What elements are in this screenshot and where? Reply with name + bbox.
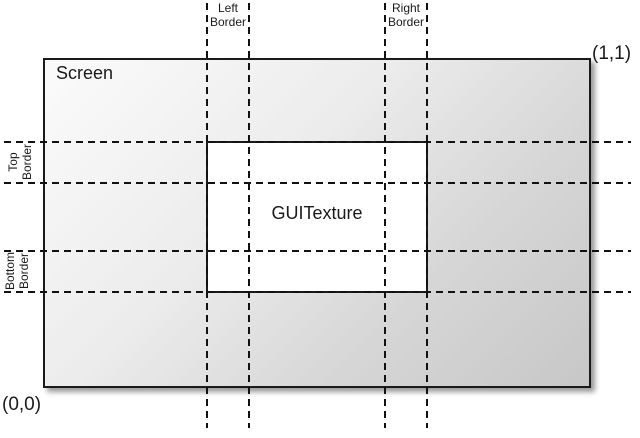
left-border-label-line1: Left: [217, 1, 238, 15]
top-border-outer-line: [4, 141, 631, 143]
bottom-border-label-line1: Bottom: [3, 252, 17, 291]
left-border-inner-line: [248, 3, 250, 428]
screen-label: Screen: [56, 63, 114, 83]
right-border-label-line2: Border: [387, 15, 425, 29]
top-border-label-line1: Top: [6, 152, 20, 172]
bottom-border-label-line2: Border: [17, 252, 31, 290]
origin-coordinate-label: (0,0): [2, 394, 42, 415]
guitexture-rect: [206, 141, 428, 293]
top-border-label-line2: Border: [20, 143, 34, 181]
bottom-border-inner-line: [4, 250, 631, 252]
guitexture-label: GUITexture: [271, 203, 363, 223]
bottom-border-label: Bottom Border: [3, 249, 31, 293]
left-border-outer-line: [206, 3, 208, 428]
left-border-label-line2: Border: [209, 15, 247, 29]
top-border-inner-line: [4, 182, 631, 184]
right-border-inner-line: [384, 3, 386, 428]
right-border-label-line1: Right: [391, 1, 420, 15]
bottom-border-outer-line: [4, 291, 631, 293]
top-border-label: Top Border: [6, 140, 34, 184]
right-border-outer-line: [426, 3, 428, 428]
right-border-label: Right Border: [384, 1, 428, 29]
max-coordinate-label: (1,1): [592, 43, 632, 64]
left-border-label: Left Border: [206, 1, 250, 29]
